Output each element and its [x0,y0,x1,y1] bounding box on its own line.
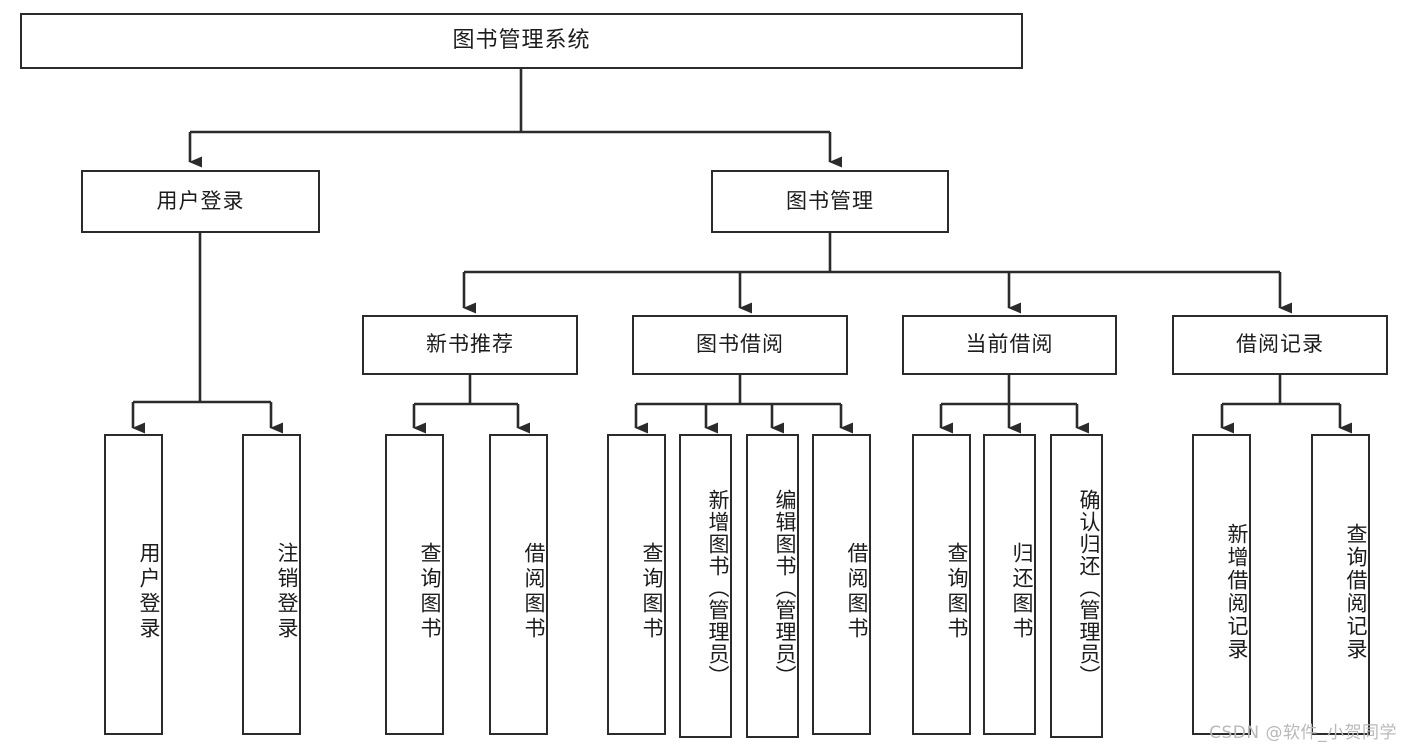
leaf-return-book[interactable]: 归还图书 [983,434,1036,735]
node-user-login[interactable]: 用户登录 [81,170,320,233]
node-label: 新增图书（管理员） [706,489,730,687]
leaf-edit-book-admin[interactable]: 编辑图书（管理员） [746,434,799,738]
node-label: 查询借阅记录 [1344,522,1368,661]
node-label: 查询图书 [418,541,442,642]
node-label: 当前借阅 [965,332,1054,357]
leaf-confirm-return-admin[interactable]: 确认归还（管理员） [1050,434,1103,738]
node-book-borrow[interactable]: 图书借阅 [632,315,848,375]
leaf-user-login[interactable]: 用户登录 [104,434,163,735]
node-label: 借阅图书 [845,541,869,642]
node-new-book-recommend[interactable]: 新书推荐 [362,315,578,375]
leaf-query-book-current[interactable]: 查询图书 [912,434,971,735]
leaf-borrow-book[interactable]: 借阅图书 [812,434,871,735]
node-label: 新增借阅记录 [1225,522,1249,661]
leaf-query-book-borrow[interactable]: 查询图书 [607,434,666,735]
node-label: 图书借阅 [696,332,784,357]
node-book-management[interactable]: 图书管理 [711,170,949,233]
leaf-query-borrow-record[interactable]: 查询借阅记录 [1311,434,1370,735]
leaf-add-book-admin[interactable]: 新增图书（管理员） [679,434,732,738]
node-label: 查询图书 [640,541,664,642]
csdn-watermark: CSDN @软件_小贺同学 [1209,723,1397,743]
node-borrow-records[interactable]: 借阅记录 [1172,315,1388,375]
node-label: 借阅图书 [522,541,546,642]
leaf-logout[interactable]: 注销登录 [242,434,301,735]
node-label: 注销登录 [275,541,299,642]
node-label: 归还图书 [1010,541,1034,642]
node-label: 用户登录 [137,541,161,642]
node-label: 新书推荐 [426,332,514,357]
node-current-borrow[interactable]: 当前借阅 [902,315,1117,375]
leaf-add-borrow-record[interactable]: 新增借阅记录 [1192,434,1251,735]
leaf-borrow-book-recommend[interactable]: 借阅图书 [489,434,548,735]
node-label: 编辑图书（管理员） [773,489,797,687]
leaf-query-book-recommend[interactable]: 查询图书 [385,434,444,735]
node-label: 确认归还（管理员） [1077,489,1101,687]
node-label: 用户登录 [156,188,245,213]
node-label: 借阅记录 [1236,332,1324,357]
node-label: 图书管理 [786,188,874,213]
node-label: 查询图书 [945,541,969,642]
node-label: 图书管理系统 [452,27,591,53]
node-root-book-management-system[interactable]: 图书管理系统 [20,13,1023,69]
